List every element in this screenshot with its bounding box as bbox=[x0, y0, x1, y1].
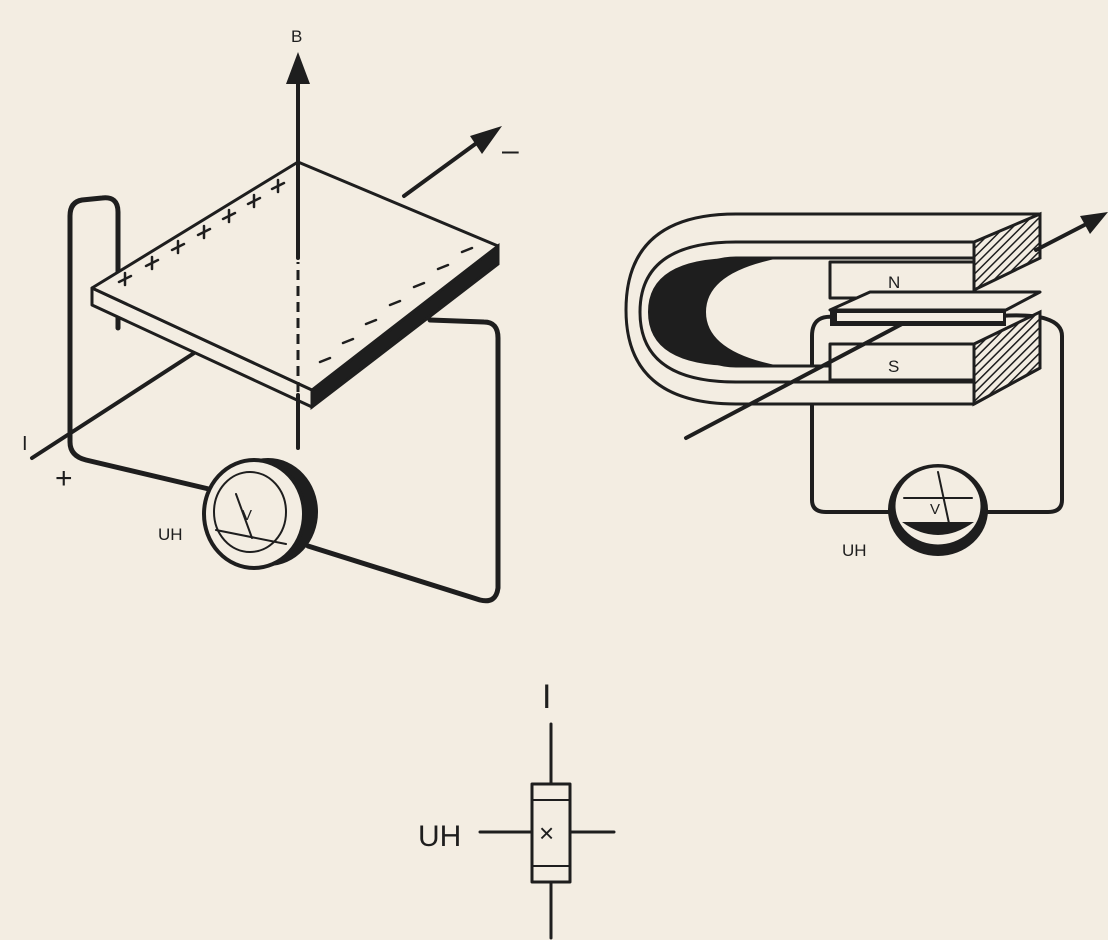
south-pole-label: S bbox=[888, 357, 899, 376]
horseshoe-magnet-figure: N S V UH bbox=[624, 211, 1108, 560]
hall-plate-right bbox=[828, 290, 1042, 312]
north-pole-label: N bbox=[888, 273, 900, 292]
symbol-cross: × bbox=[539, 818, 554, 848]
plus-terminal-label: + bbox=[55, 462, 73, 495]
hall-sensor-symbol: I × UH bbox=[418, 678, 616, 940]
minus-terminal-label: – bbox=[502, 134, 519, 167]
hall-plate-figure: B – I + V UH bbox=[22, 27, 519, 604]
hall-voltmeter-right: V bbox=[888, 464, 988, 556]
current-axis-upper bbox=[402, 140, 480, 198]
current-label: I bbox=[22, 433, 28, 455]
meter-v-label-left: V bbox=[242, 507, 252, 524]
circuit-wire-left bbox=[67, 195, 233, 497]
hall-voltmeter-left: V bbox=[202, 458, 318, 570]
current-axis bbox=[30, 344, 207, 460]
hall-voltage-label-left: UH bbox=[158, 525, 183, 544]
hall-voltage-label-right: UH bbox=[842, 541, 867, 560]
hall-plate bbox=[90, 160, 500, 392]
symbol-current-label: I bbox=[542, 678, 551, 716]
symbol-uh-label: UH bbox=[418, 820, 461, 853]
b-field-label: B bbox=[291, 27, 302, 46]
current-wire-right bbox=[684, 322, 904, 440]
circuit-wire-right-figure bbox=[810, 314, 890, 514]
circuit-wire-right bbox=[305, 317, 501, 604]
positive-charges bbox=[117, 178, 286, 287]
current-arrowhead-right bbox=[1080, 212, 1108, 234]
meter-v-label-right: V bbox=[930, 501, 940, 518]
current-arrowhead bbox=[470, 126, 502, 154]
negative-charges bbox=[318, 246, 474, 364]
b-field-arrowhead bbox=[286, 52, 310, 84]
magnet-inner-shadow bbox=[648, 258, 780, 366]
